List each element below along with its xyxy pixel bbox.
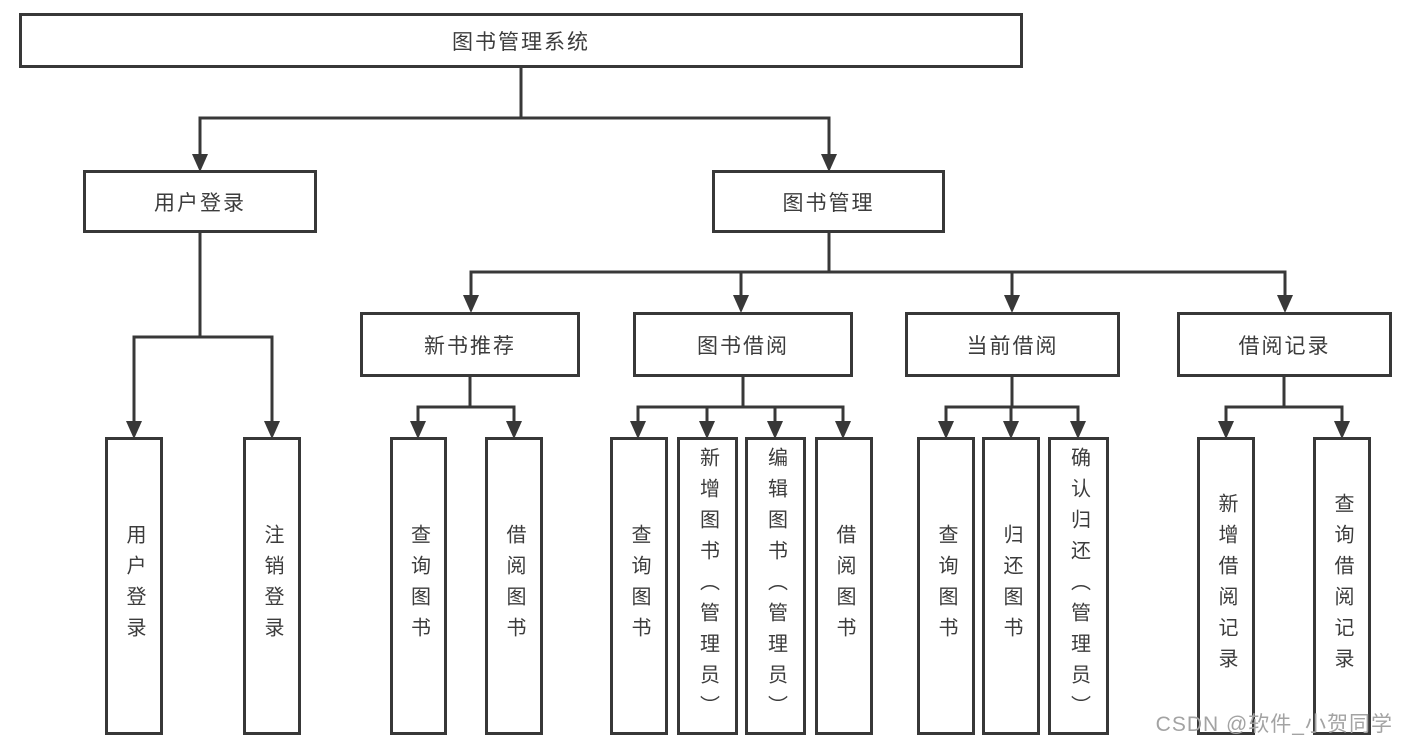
node-root: 图书管理系统: [19, 13, 1023, 68]
node-user-login: 用户登录: [83, 170, 317, 233]
node-leaf-user-login-label: 用户登录: [123, 524, 145, 648]
node-current-borrowing: 当前借阅: [905, 312, 1120, 377]
node-new-book-recommendation-label: 新书推荐: [424, 334, 516, 358]
node-new-book-recommendation: 新书推荐: [360, 312, 580, 377]
node-leaf-query-books-borrowing-label: 查询图书: [628, 524, 650, 648]
node-leaf-return-books-label: 归还图书: [1000, 524, 1022, 648]
node-leaf-edit-books-admin: 编辑图书（管理员）: [745, 437, 806, 735]
node-leaf-query-books-current-label: 查询图书: [935, 524, 957, 648]
node-leaf-query-borrow-record-label: 查询借阅记录: [1331, 493, 1353, 679]
node-leaf-logout-label: 注销登录: [261, 524, 283, 648]
node-leaf-confirm-return-admin: 确认归还（管理员）: [1048, 437, 1109, 735]
node-leaf-borrow-books-borrowing-label: 借阅图书: [833, 524, 855, 648]
node-leaf-borrow-books-borrowing: 借阅图书: [815, 437, 873, 735]
node-leaf-return-books: 归还图书: [982, 437, 1040, 735]
node-leaf-confirm-return-admin-label: 确认归还（管理员）: [1067, 446, 1090, 726]
node-leaf-logout: 注销登录: [243, 437, 301, 735]
node-leaf-add-books-admin-label: 新增图书（管理员）: [696, 446, 719, 726]
node-leaf-query-books-current: 查询图书: [917, 437, 975, 735]
node-leaf-borrow-books-recommend: 借阅图书: [485, 437, 543, 735]
node-leaf-query-books-recommend-label: 查询图书: [407, 524, 430, 648]
node-book-borrowing: 图书借阅: [633, 312, 853, 377]
node-book-management-label: 图书管理: [782, 191, 875, 215]
node-leaf-borrow-books-recommend-label: 借阅图书: [503, 524, 525, 648]
node-leaf-query-books-borrowing: 查询图书: [610, 437, 668, 735]
node-leaf-user-login: 用户登录: [105, 437, 163, 735]
node-current-borrowing-label: 当前借阅: [966, 334, 1059, 358]
node-leaf-query-books-recommend: 查询图书: [390, 437, 447, 735]
node-borrowing-records: 借阅记录: [1177, 312, 1392, 377]
node-book-borrowing-label: 图书借阅: [697, 334, 789, 358]
node-root-label: 图书管理系统: [452, 30, 590, 54]
node-leaf-add-books-admin: 新增图书（管理员）: [677, 437, 738, 735]
node-leaf-query-borrow-record: 查询借阅记录: [1313, 437, 1371, 735]
watermark: CSDN @软件_小贺同学: [1155, 713, 1393, 736]
node-book-management: 图书管理: [712, 170, 945, 233]
node-leaf-add-borrow-record-label: 新增借阅记录: [1215, 493, 1237, 679]
node-borrowing-records-label: 借阅记录: [1238, 334, 1331, 358]
node-leaf-edit-books-admin-label: 编辑图书（管理员）: [764, 446, 787, 726]
node-leaf-add-borrow-record: 新增借阅记录: [1197, 437, 1255, 735]
node-user-login-label: 用户登录: [154, 191, 246, 215]
